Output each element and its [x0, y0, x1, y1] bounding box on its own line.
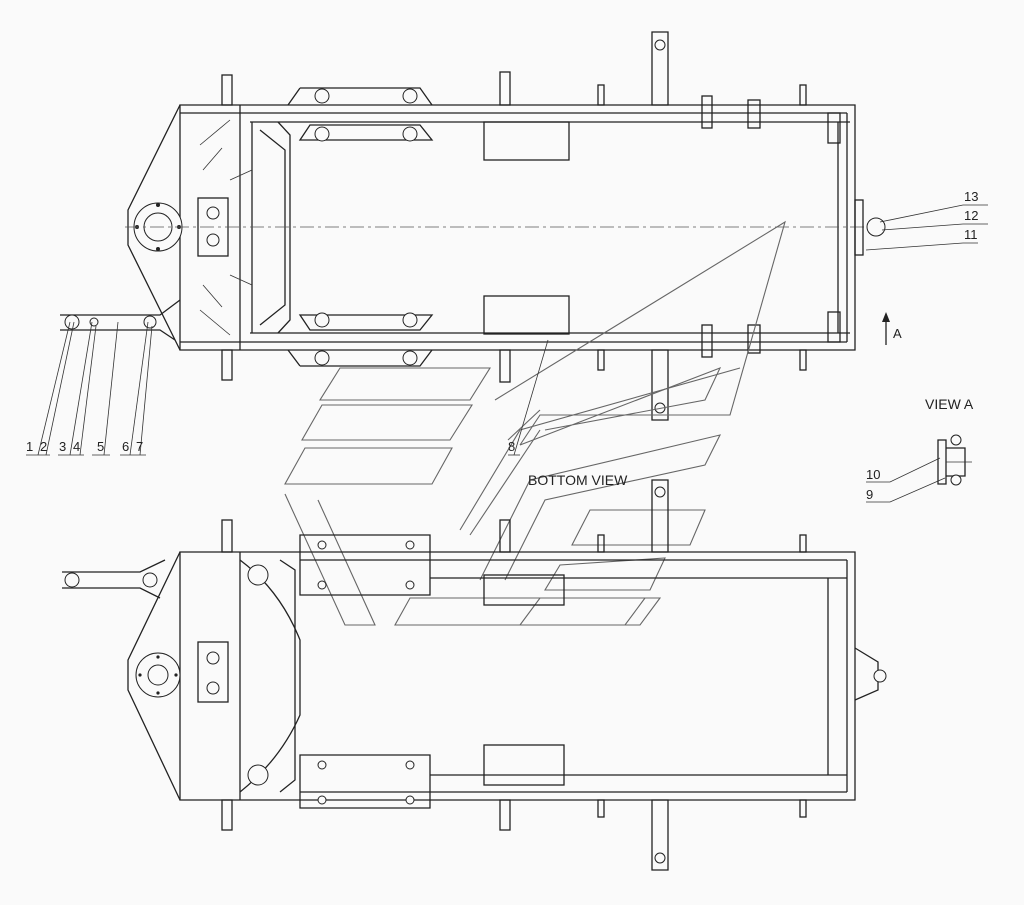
callout-5: 5 [97, 439, 105, 454]
callout-8: 8 [508, 439, 516, 454]
callout-4: 4 [73, 439, 81, 454]
callout-9: 9 [866, 487, 874, 502]
watermark-logo [284, 220, 786, 626]
view-arrow-label: A [893, 326, 902, 341]
callout-6: 6 [122, 439, 130, 454]
bottom-view [62, 479, 887, 871]
leader-lines [26, 204, 988, 503]
callout-3: 3 [59, 439, 67, 454]
callout-13: 13 [964, 189, 979, 204]
callout-1: 1 [26, 439, 34, 454]
view-a-detail [937, 434, 972, 486]
callout-11: 11 [964, 227, 978, 242]
top-view [60, 31, 890, 421]
callout-2: 2 [40, 439, 48, 454]
view-a-title: VIEW A [925, 396, 974, 412]
callout-7: 7 [136, 439, 144, 454]
callout-12: 12 [964, 208, 979, 223]
callout-10: 10 [866, 467, 881, 482]
bottom-view-title: BOTTOM VIEW [528, 472, 628, 488]
